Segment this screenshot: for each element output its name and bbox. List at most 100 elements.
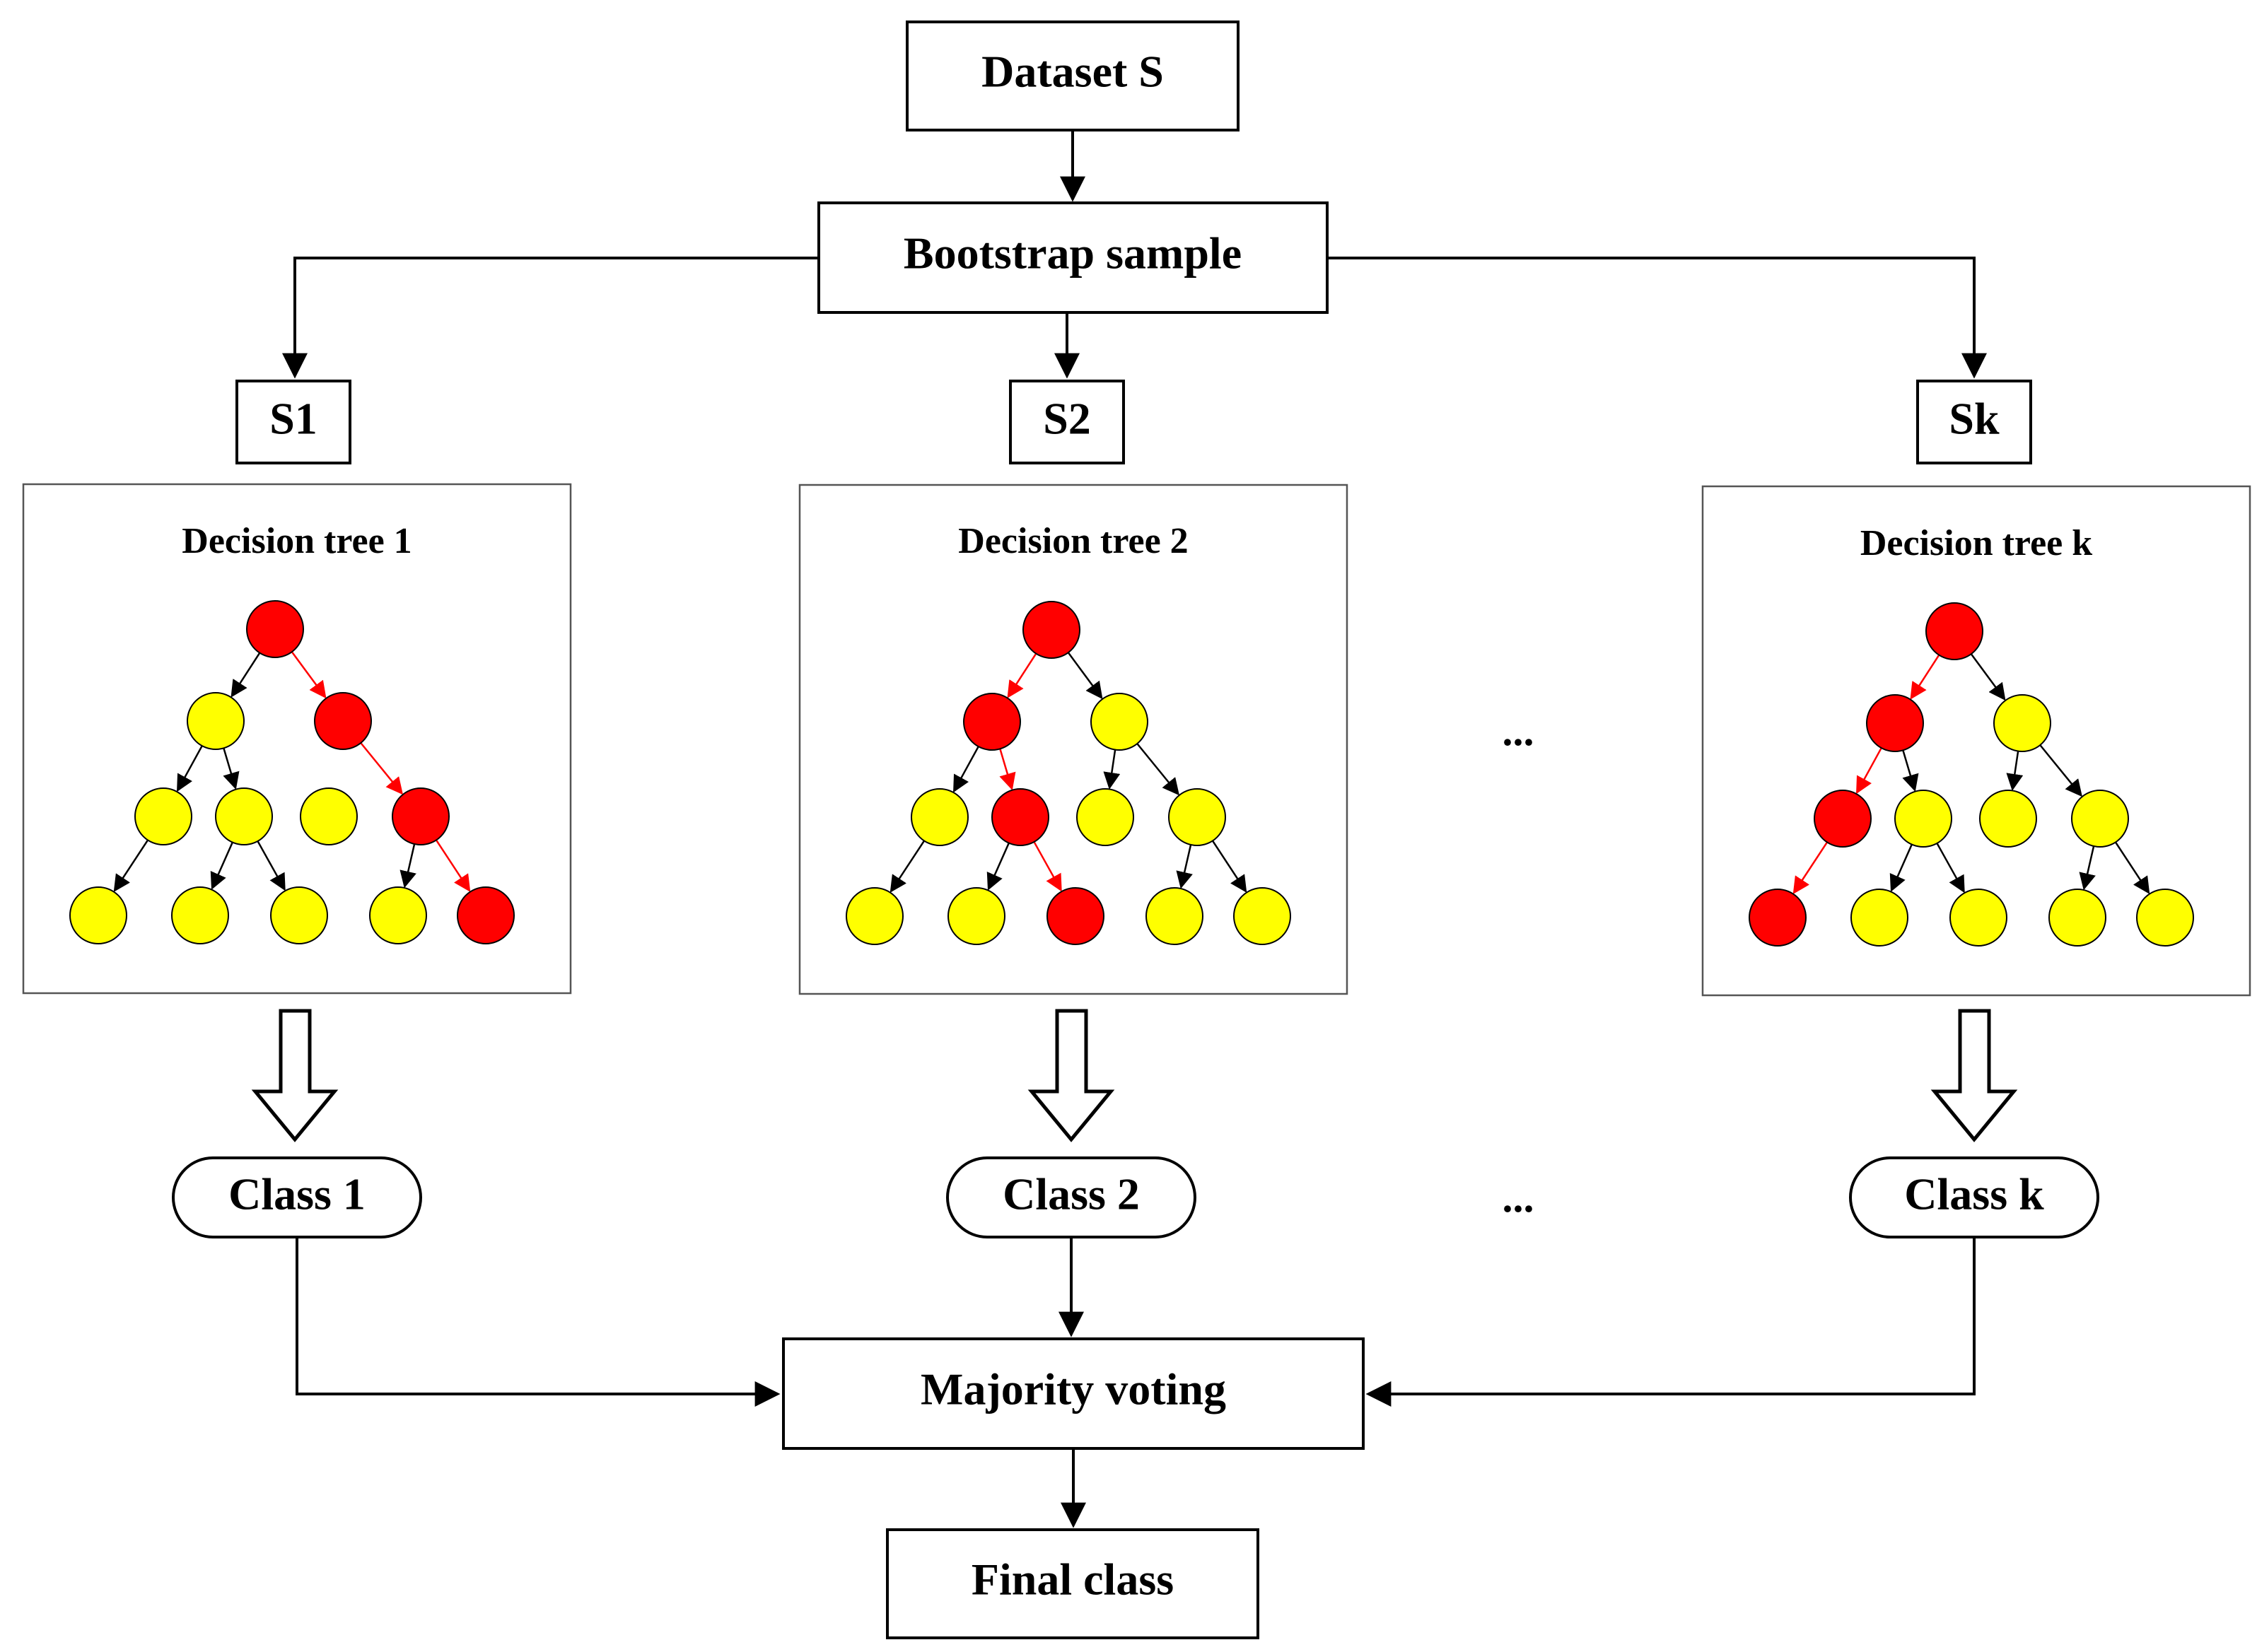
majority-voting-node: Majority voting [782, 1337, 1365, 1450]
arrow-classk-to-majority [1365, 1237, 1976, 1407]
tree-node-a [1925, 602, 1983, 660]
arrow-class1-to-majority [296, 1237, 781, 1407]
tree-node-e [1894, 790, 1952, 848]
ellipsis-classes: ... [1503, 1174, 1534, 1221]
tree-node-i [947, 887, 1005, 945]
tree-edge-c-g [2039, 744, 2082, 797]
tree-node-h [1749, 889, 1807, 947]
tree-node-g [1168, 788, 1226, 846]
tree-node-k [369, 886, 427, 944]
tree-node-k [1145, 887, 1203, 945]
hollow-arrow-1 [251, 1009, 339, 1142]
tree-node-f [300, 787, 358, 845]
tree-node-i [171, 886, 229, 944]
tree-node-d [1814, 790, 1872, 848]
tree-graph-1 [69, 600, 515, 944]
tree-edge-g-k [2079, 845, 2096, 891]
tree-edge-a-c [1067, 652, 1103, 700]
tree-node-g [392, 787, 450, 845]
tree-node-b [187, 692, 245, 750]
class-label-k: Class k [1904, 1169, 2044, 1219]
bootstrap-label: Bootstrap sample [904, 228, 1242, 279]
tree-edge-d-h [113, 839, 149, 892]
class-pill-1: Class 1 [172, 1156, 422, 1238]
tree-node-a [1022, 601, 1080, 659]
tree-node-j [270, 886, 328, 944]
class-pill-2: Class 2 [946, 1156, 1196, 1238]
tree-node-k [2048, 889, 2106, 947]
sample-box-sk: Sk [1916, 380, 2032, 464]
sample-label-sk: Sk [1949, 394, 2000, 444]
tree-node-l [1233, 887, 1291, 945]
tree-node-i [1850, 889, 1908, 947]
sample-box-s1: S1 [235, 380, 351, 464]
tree-edge-b-e [1902, 749, 1919, 792]
tree-edge-g-k [1176, 844, 1193, 889]
sample-box-s2: S2 [1009, 380, 1125, 464]
class-label-1: Class 1 [228, 1169, 366, 1219]
hollow-arrow-2 [1027, 1009, 1115, 1142]
tree-node-e [215, 787, 273, 845]
tree-node-c [1090, 693, 1148, 751]
tree-edge-e-i [986, 843, 1010, 891]
tree-edge-b-e [999, 748, 1016, 791]
majority-voting-label: Majority voting [921, 1364, 1226, 1414]
final-class-label: Final class [972, 1554, 1174, 1605]
tree-edge-a-c [291, 651, 327, 699]
tree-edge-b-e [223, 747, 240, 790]
tree-edge-a-c [1970, 653, 2006, 701]
tree-node-b [1866, 694, 1924, 752]
tree-edge-d-h [1792, 841, 1829, 894]
tree-edge-e-j [1936, 843, 1965, 894]
tree-edge-g-l [1211, 840, 1247, 893]
sample-label-s2: S2 [1043, 394, 1091, 444]
tree-node-l [457, 886, 515, 944]
tree-edge-a-b [231, 652, 261, 698]
tree-title-2: Decision tree 2 [958, 521, 1188, 561]
tree-edge-e-j [257, 840, 286, 891]
tree-title-1: Decision tree 1 [182, 521, 412, 561]
bootstrap-node: Bootstrap sample [817, 201, 1329, 314]
tree-node-j [1949, 889, 2007, 947]
ellipsis-trees: ... [1503, 708, 1534, 754]
tree-edge-b-d [177, 745, 203, 792]
tree-node-f [1979, 790, 2037, 848]
tree-graph-2 [846, 601, 1291, 945]
tree-node-b [963, 693, 1021, 751]
tree-node-c [314, 692, 372, 750]
class-pill-k: Class k [1849, 1156, 2099, 1238]
tree-edge-g-k [400, 843, 416, 889]
tree-edge-g-l [2114, 841, 2150, 894]
tree-panel-k: Decision tree k [1701, 485, 2251, 997]
tree-edge-d-h [890, 840, 926, 893]
tree-node-a [246, 600, 304, 658]
tree-node-h [69, 886, 127, 944]
tree-edge-a-b [1007, 652, 1037, 698]
arrow-bootstrap-to-s1 [282, 257, 819, 379]
dataset-label: Dataset S [981, 47, 1164, 97]
tree-edge-e-i [1889, 844, 1913, 892]
tree-edge-a-b [1910, 654, 1940, 700]
tree-node-g [2071, 790, 2129, 848]
arrow-bootstrap-to-sk [1327, 257, 1987, 379]
class-label-2: Class 2 [1003, 1169, 1140, 1219]
tree-edge-b-d [953, 746, 979, 793]
tree-node-h [846, 887, 904, 945]
dataset-node: Dataset S [906, 20, 1240, 131]
tree-node-l [2136, 889, 2194, 947]
tree-node-f [1076, 788, 1134, 846]
final-class-node: Final class [886, 1528, 1259, 1639]
tree-node-d [134, 787, 192, 845]
tree-edge-e-i [210, 842, 233, 890]
tree-node-e [991, 788, 1049, 846]
tree-edge-c-f [2006, 751, 2024, 791]
tree-edge-b-d [1856, 747, 1882, 795]
hollow-arrow-k [1930, 1009, 2018, 1142]
sample-label-s1: S1 [269, 394, 317, 444]
tree-edge-c-g [1136, 743, 1179, 796]
tree-edge-e-j [1033, 841, 1062, 892]
tree-edge-c-g [360, 742, 403, 795]
tree-title-k: Decision tree k [1860, 523, 2092, 563]
tree-panel-2: Decision tree 2 [798, 484, 1348, 995]
